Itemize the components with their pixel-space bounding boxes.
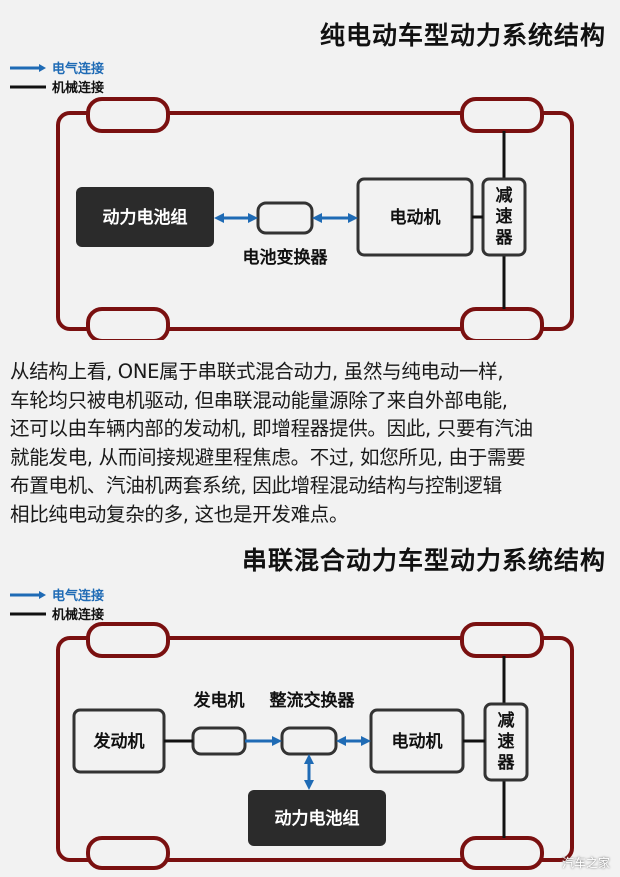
converter-box: [256, 201, 314, 235]
wheel-rear-left: [86, 836, 170, 870]
wheel-rear-right: [460, 836, 544, 870]
legend-electric: 电气连接: [10, 585, 104, 604]
section2-diagram: 发动机 发电机 整流交换器 电动机 减 速 器 动力电池组: [56, 622, 574, 870]
engine-label: 发动机: [93, 731, 145, 752]
section2-title: 串联混合动力车型动力系统结构: [241, 546, 606, 575]
legend-mechanical: 机械连接: [10, 77, 104, 96]
legend-electric-label: 电气连接: [52, 62, 105, 77]
reducer-label-2: 速: [498, 731, 515, 752]
paragraph-line: 还可以由车辆内部的发动机, 即增程器提供。因此, 只要有汽油: [10, 417, 533, 440]
section2-legend: 电气连接 机械连接: [10, 585, 104, 623]
paragraph-line: 相比纯电动复杂的多, 这也是开发难点。: [10, 502, 349, 526]
rectifier-box: [280, 726, 338, 756]
battery-converter-arrow: [214, 213, 258, 223]
legend-electric-label: 电气连接: [52, 589, 105, 604]
paragraph-line: 从结构上看, ONE属于串联式混合动力, 虽然与纯电动一样,: [10, 360, 504, 383]
paragraph-line: 车轮均只被电机驱动, 但串联混动能量源除了来自外部电能,: [10, 388, 508, 412]
battery-label: 动力电池组: [275, 808, 360, 829]
reducer-label-3: 器: [495, 228, 514, 248]
section1-diagram: 动力电池组 电池变换器 电动机 减 速 器: [56, 97, 574, 340]
explanation-paragraph: 从结构上看, ONE属于串联式混合动力, 虽然与纯电动一样, 车轮均只被电机驱动…: [10, 358, 616, 529]
reducer-label-3: 器: [497, 753, 516, 773]
section1-legend: 电气连接 机械连接: [10, 58, 104, 96]
paragraph-line: 就能发电, 从而间接规避里程焦虑。不过, 如您所见, 由于需要: [10, 445, 526, 469]
generator-rectifier-arrow: [245, 736, 282, 746]
wheel-front-left: [86, 622, 170, 658]
battery-label: 动力电池组: [103, 207, 188, 228]
wheel-front-right: [460, 622, 544, 658]
battery-box: [248, 790, 386, 846]
chassis-frame: [56, 636, 574, 862]
reducer-label-1: 减: [498, 710, 515, 731]
converter-label: 电池变换器: [243, 247, 329, 268]
legend-mechanical-label: 机械连接: [52, 81, 105, 96]
wheel-front-right: [460, 97, 544, 133]
motor-label: 电动机: [392, 731, 443, 752]
chassis-frame: [56, 111, 574, 331]
blue-arrow-icon: [10, 590, 46, 599]
rectifier-label: 整流交换器: [270, 690, 356, 711]
converter-motor-arrow: [312, 213, 358, 223]
wheel-rear-left: [86, 307, 170, 340]
reducer-label-2: 速: [496, 206, 513, 227]
paragraph-line: 布置电机、汽油机两套系统, 因此增程混动结构与控制逻辑: [10, 474, 502, 497]
legend-mechanical: 机械连接: [10, 604, 104, 623]
legend-electric: 电气连接: [10, 58, 104, 77]
generator-box: [191, 726, 247, 756]
wheel-rear-right: [460, 307, 544, 340]
watermark: 汽车之家: [561, 856, 610, 870]
rectifier-battery-arrow: [304, 754, 314, 790]
wheel-front-left: [86, 97, 170, 133]
motor-label: 电动机: [390, 207, 441, 228]
rectifier-motor-arrow: [336, 736, 371, 746]
black-line-icon: [10, 85, 46, 88]
blue-arrow-icon: [10, 63, 46, 72]
black-line-icon: [10, 612, 46, 615]
section1-title: 纯电动车型动力系统结构: [319, 21, 606, 50]
generator-label: 发电机: [193, 690, 245, 711]
legend-mechanical-label: 机械连接: [52, 608, 105, 623]
reducer-label-1: 减: [496, 185, 513, 206]
battery-box: [76, 187, 214, 247]
